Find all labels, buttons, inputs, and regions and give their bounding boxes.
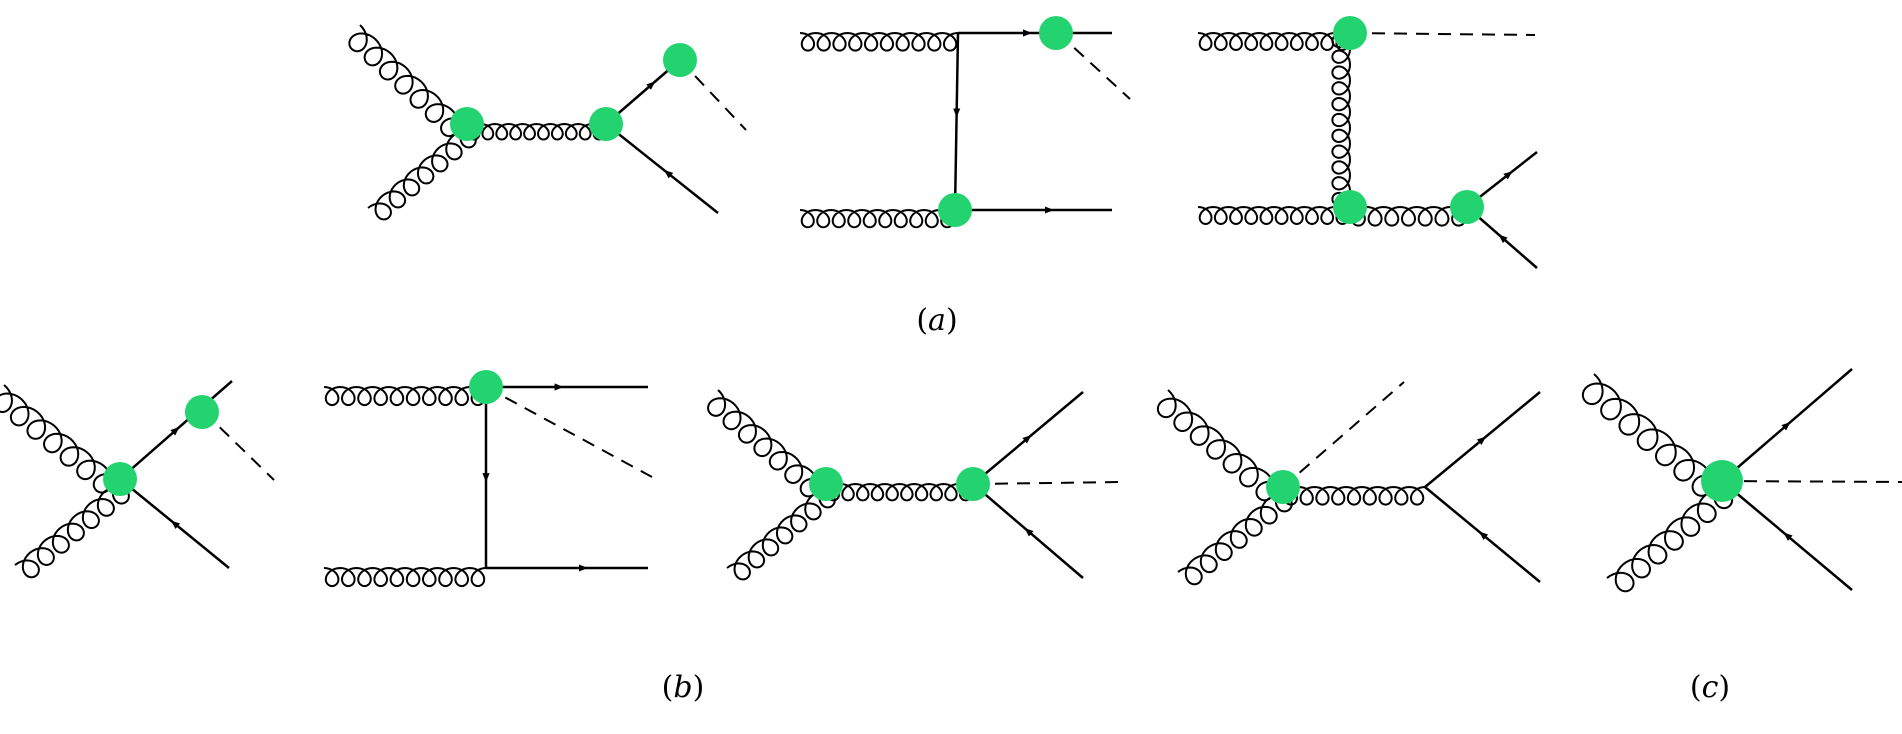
gluon-line — [367, 123, 477, 221]
fermion-line — [972, 391, 1084, 485]
gluon-line — [1349, 205, 1468, 227]
scalar-line — [1349, 32, 1536, 36]
gluon-line — [466, 122, 607, 141]
gluon-line — [1156, 389, 1284, 502]
fermion-line — [119, 478, 230, 569]
fermion-line — [1721, 368, 1853, 482]
gluon-line — [323, 385, 487, 407]
vertex-blob — [956, 467, 990, 501]
diagram-group — [0, 16, 1902, 593]
gluon-line — [799, 208, 956, 229]
vertex-blob — [1266, 470, 1300, 504]
gluon-line — [1197, 205, 1351, 225]
vertex-blob — [938, 193, 972, 227]
gluon-line — [1177, 486, 1293, 586]
fermion-line — [953, 32, 960, 211]
gluon-line — [323, 566, 487, 588]
scalar-line — [679, 59, 747, 131]
fermion-line — [1424, 486, 1541, 583]
scalar-line — [972, 481, 1123, 485]
vertex-blob — [663, 43, 697, 77]
fermion-line — [972, 483, 1084, 579]
scalar-line — [485, 386, 653, 478]
gluon-line — [1331, 32, 1352, 208]
caption-b: (b) — [661, 670, 705, 705]
vertex-blob — [450, 107, 484, 141]
gluon-line — [1282, 485, 1426, 506]
scalar-line — [203, 411, 275, 481]
scalar-line — [1282, 381, 1405, 488]
gluon-line — [1197, 31, 1351, 51]
vertex-blob — [469, 370, 503, 404]
fermion-line — [1721, 480, 1853, 591]
vertex-blob — [1333, 190, 1367, 224]
vertex-blob — [185, 395, 219, 429]
caption-c: (c) — [1689, 670, 1731, 705]
gluon-line — [726, 483, 836, 581]
gluon-line — [0, 384, 121, 494]
vertex-blob — [589, 107, 623, 141]
gluon-line — [1581, 373, 1723, 497]
vertex-blob — [1039, 16, 1073, 50]
gluon-line — [14, 478, 130, 579]
gluon-line — [348, 24, 468, 138]
fermion-line — [605, 123, 719, 214]
caption-a: (a) — [916, 303, 958, 338]
scalar-line — [1721, 480, 1902, 483]
fermion-line — [119, 380, 233, 480]
gluon-line — [825, 482, 974, 502]
vertex-blob — [809, 467, 843, 501]
fermion-line — [1424, 391, 1541, 488]
vertex-blob — [1701, 460, 1743, 502]
scalar-line — [1057, 32, 1131, 100]
gluon-line — [1606, 480, 1734, 593]
vertex-blob — [1450, 190, 1484, 224]
vertex-blob — [103, 462, 137, 496]
gluon-line — [707, 389, 827, 498]
gluon-line — [799, 31, 959, 52]
vertex-blob — [1333, 16, 1367, 50]
